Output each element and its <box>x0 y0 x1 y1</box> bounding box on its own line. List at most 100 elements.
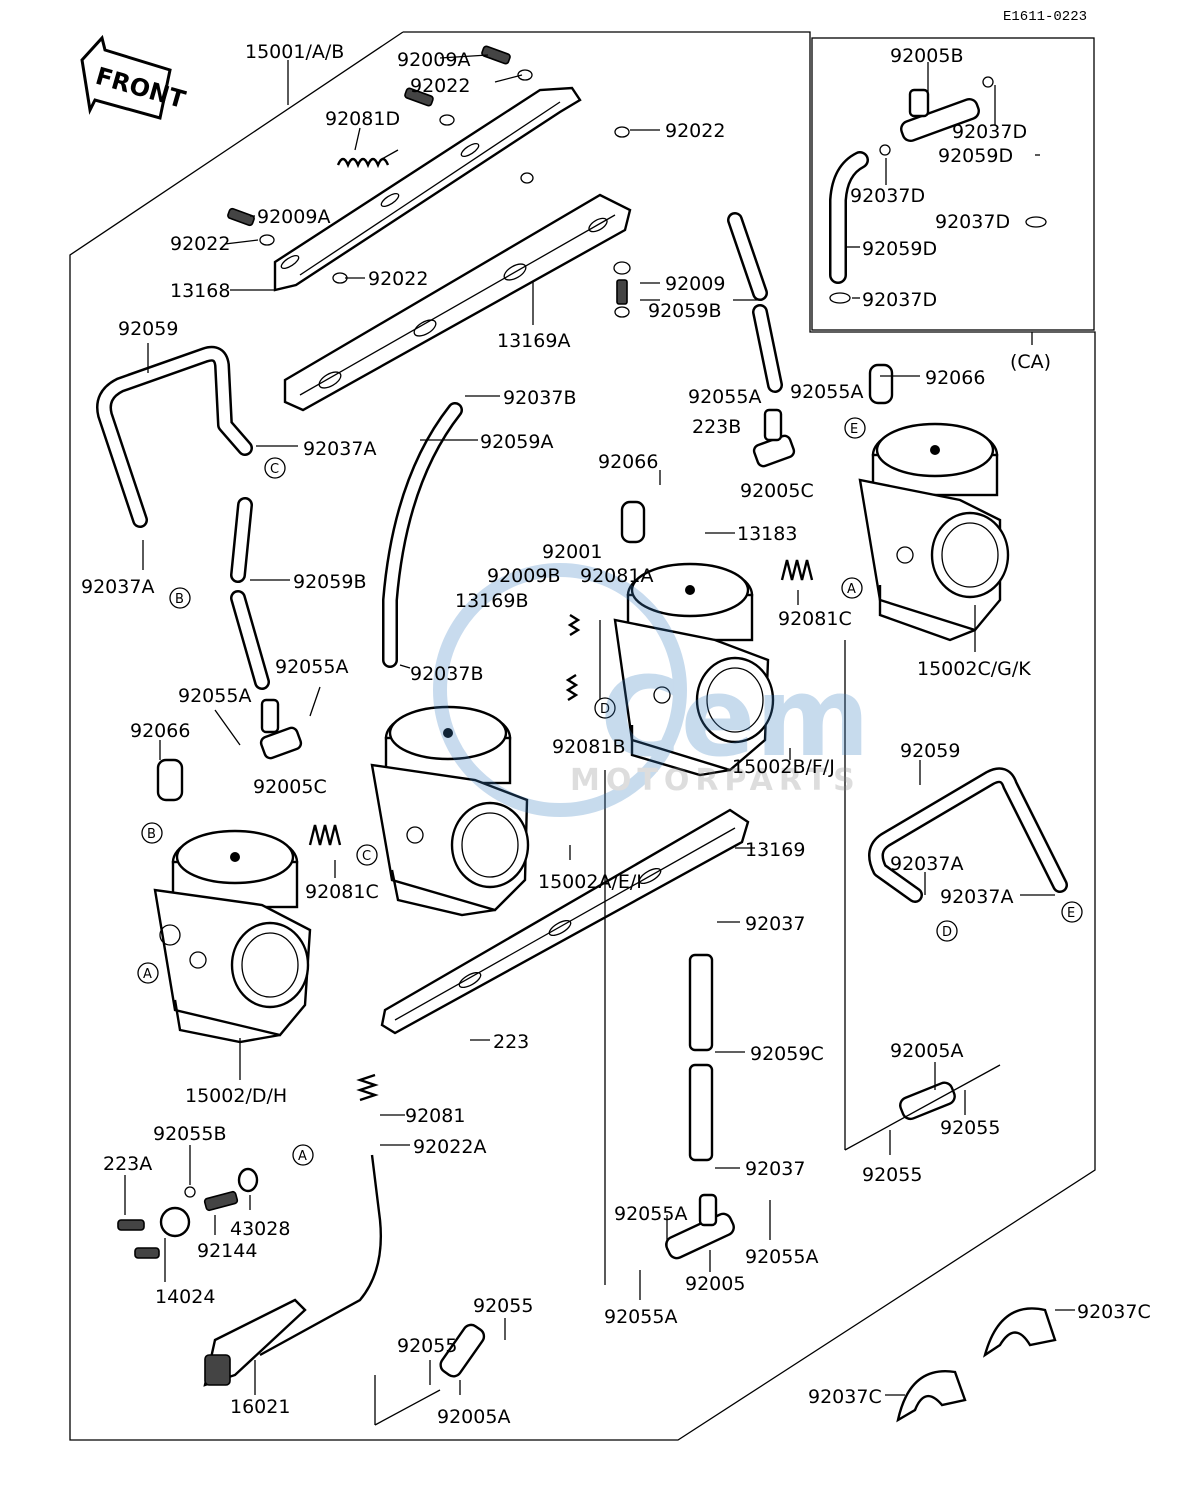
label-92037D-d: 92037D <box>862 289 937 311</box>
label-223: 223 <box>493 1031 529 1053</box>
label-92055-r1: 92055 <box>940 1117 1000 1139</box>
label-92037D-a: 92037D <box>952 121 1027 143</box>
label-92009A-top: 92009A <box>397 49 470 71</box>
label-92059A: 92059A <box>480 431 553 453</box>
label-92009: 92009 <box>665 273 725 295</box>
watermark: Cem MOTORPARTS <box>433 563 870 817</box>
tag-B-1: B <box>175 592 184 607</box>
label-13169A: 13169A <box>497 330 570 352</box>
label-92081C-r: 92081C <box>778 608 852 630</box>
label-14024: 14024 <box>155 1286 215 1308</box>
carburetor-15002CGK <box>858 422 1010 642</box>
carburetor-15002AEI <box>370 705 530 917</box>
choke-cable-16021 <box>203 1154 382 1387</box>
choke-parts <box>117 1167 259 1259</box>
label-92037A-d: 92037A <box>940 886 1013 908</box>
label-13169B: 13169B <box>455 590 528 612</box>
label-92059B-top: 92059B <box>648 300 721 322</box>
label-92022-b: 92022 <box>665 120 725 142</box>
tag-E-2: E <box>1067 906 1075 921</box>
label-92005A-b: 92005A <box>437 1406 510 1428</box>
hoses <box>96 212 1068 1162</box>
label-92055B: 92055B <box>153 1123 226 1145</box>
label-92055A-r2: 92055A <box>790 381 863 403</box>
label-15001AB: 15001/A/B <box>245 41 344 63</box>
label-92066-l: 92066 <box>130 720 190 742</box>
label-92081A: 92081A <box>580 565 653 587</box>
tag-D-2: D <box>942 925 952 940</box>
inset-ca: 92005B 92037D 92059D 92037D 92037D 92059… <box>811 37 1095 373</box>
tag-B-2: B <box>147 827 156 842</box>
label-92001: 92001 <box>542 541 602 563</box>
leader-lines <box>124 54 1075 1426</box>
label-13183: 13183 <box>737 523 797 545</box>
label-43028: 43028 <box>230 1218 290 1240</box>
label-92037D-c: 92037D <box>935 211 1010 233</box>
label-92005A-r: 92005A <box>890 1040 963 1062</box>
bracket-13168 <box>273 86 582 292</box>
assembly-frame <box>69 31 1096 1441</box>
label-15002DH: 15002/D/H <box>185 1085 287 1107</box>
label-92005C-l: 92005C <box>253 776 327 798</box>
label-92037-b: 92037 <box>745 1158 805 1180</box>
clamp-92037C-icons <box>896 1307 1057 1423</box>
label-223A: 223A <box>103 1153 152 1175</box>
label-92022-a: 92022 <box>410 75 470 97</box>
label-92055A-b2: 92055A <box>745 1246 818 1268</box>
watermark-sub: MOTORPARTS <box>570 763 861 798</box>
label-92055A-b1: 92055A <box>614 1203 687 1225</box>
circle-tags: C B E A D B C A D E A <box>137 417 1083 1166</box>
carburetor-15002BFJ <box>613 562 775 777</box>
label-92059-r: 92059 <box>900 740 960 762</box>
label-92009B: 92009B <box>487 565 560 587</box>
label-92081D: 92081D <box>325 108 400 130</box>
label-16021: 16021 <box>230 1396 290 1418</box>
label-92005B: 92005B <box>890 45 963 67</box>
label-92059D-a: 92059D <box>938 145 1013 167</box>
tag-E-1: E <box>850 422 858 437</box>
label-92081B: 92081B <box>552 736 625 758</box>
label-92081C-l: 92081C <box>305 881 379 903</box>
label-92059B-l: 92059B <box>293 571 366 593</box>
label-92037C-b: 92037C <box>808 1386 882 1408</box>
label-92055A-l1: 92055A <box>275 656 348 678</box>
tag-A-3: A <box>298 1149 307 1164</box>
part-labels: 15001/A/B 92009A 92022 92022 92081D 9200… <box>81 41 1151 1428</box>
label-92066-r: 92066 <box>925 367 985 389</box>
watermark-brand: Cem <box>600 653 870 781</box>
label-92055A-b3: 92055A <box>604 1306 677 1328</box>
tag-A-1: A <box>847 582 856 597</box>
label-92059: 92059 <box>118 318 178 340</box>
spring-92081D-icon <box>336 149 399 169</box>
label-92081: 92081 <box>405 1105 465 1127</box>
label-92037B-b: 92037B <box>410 663 483 685</box>
label-92037D-b: 92037D <box>850 185 925 207</box>
tee-fitting-92005B-icon <box>900 88 980 143</box>
label-92066-m: 92066 <box>598 451 658 473</box>
bracket-13169 <box>380 808 750 1035</box>
label-92037-a: 92037 <box>745 913 805 935</box>
label-92037A-a: 92037A <box>303 438 376 460</box>
label-92037C-a: 92037C <box>1077 1301 1151 1323</box>
label-92005: 92005 <box>685 1273 745 1295</box>
label-92037A-b: 92037A <box>81 576 154 598</box>
tag-D-1: D <box>600 702 610 717</box>
label-92055-b2: 92055 <box>397 1335 457 1357</box>
inset-label: (CA) <box>1010 351 1051 373</box>
tag-C-2: C <box>362 849 371 864</box>
label-92037A-c: 92037A <box>890 853 963 875</box>
label-92022-d: 92022 <box>368 268 428 290</box>
bracket-13169A <box>283 193 632 412</box>
fittings <box>259 408 956 1378</box>
label-13168: 13168 <box>170 280 230 302</box>
springs-92081 <box>308 559 814 1102</box>
label-92055A-l2: 92055A <box>178 685 251 707</box>
label-92022A: 92022A <box>413 1136 486 1158</box>
label-92055-b1: 92055 <box>473 1295 533 1317</box>
label-13169: 13169 <box>745 839 805 861</box>
label-92055-r2: 92055 <box>862 1164 922 1186</box>
label-15002CGK: 15002C/G/K <box>917 658 1031 680</box>
label-92037B-a: 92037B <box>503 387 576 409</box>
diagram-code: E1611-0223 <box>1003 9 1087 25</box>
